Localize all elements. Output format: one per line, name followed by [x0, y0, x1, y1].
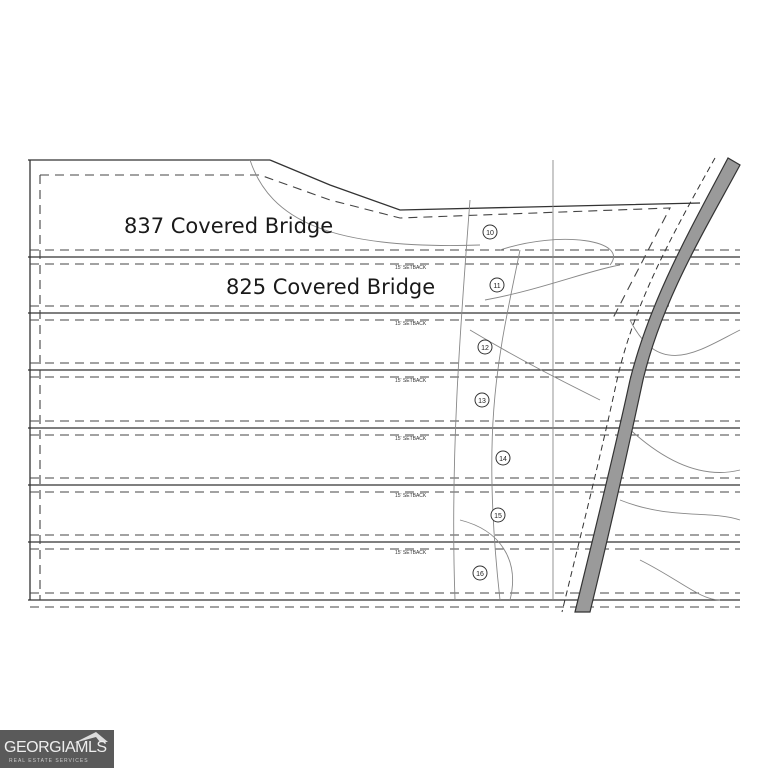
lot-number: 12: [481, 345, 489, 352]
lot-number-circle: [489, 277, 505, 293]
setback-label: 15' SETBACK: [395, 378, 427, 384]
setback-label: 15' SETBACK: [395, 493, 427, 499]
label-825-covered-bridge: 825 Covered Bridge: [226, 275, 436, 299]
logo-subtext: REAL ESTATE SERVICES: [9, 758, 89, 764]
logo-text: GEORGIAMLS: [4, 739, 107, 756]
lot-number: 11: [493, 283, 500, 290]
lot-number: 13: [478, 398, 486, 405]
lot-number-circle: [474, 392, 490, 408]
north-boundary-creek: [269, 159, 701, 211]
setback-label: 15' SETBACK: [395, 265, 427, 271]
lot-number-circle: [495, 450, 511, 466]
lot-number-circle: [472, 565, 488, 581]
setback-label: 15' SETBACK: [395, 321, 427, 327]
lot-number: 15: [494, 513, 502, 520]
soil-boundaries: [249, 159, 741, 601]
setback-label: 15' SETBACK: [395, 550, 427, 556]
lot-number-circle: [477, 339, 493, 355]
lot-number: 14: [499, 456, 507, 463]
lot-number-circle: [482, 224, 498, 240]
setback-line: [40, 174, 671, 321]
setback-label: 15' SETBACK: [395, 436, 427, 442]
road-right-of-way: [561, 157, 716, 613]
georgia-mls-logo: GEORGIAMLS REAL ESTATE SERVICES: [0, 730, 114, 768]
lot-number: 16: [476, 571, 484, 578]
roof-icon: [74, 732, 108, 743]
label-837-covered-bridge: 837 Covered Bridge: [124, 214, 334, 238]
lot-number: 10: [486, 230, 494, 237]
road: [574, 157, 741, 613]
lot-number-circle: [490, 507, 506, 523]
